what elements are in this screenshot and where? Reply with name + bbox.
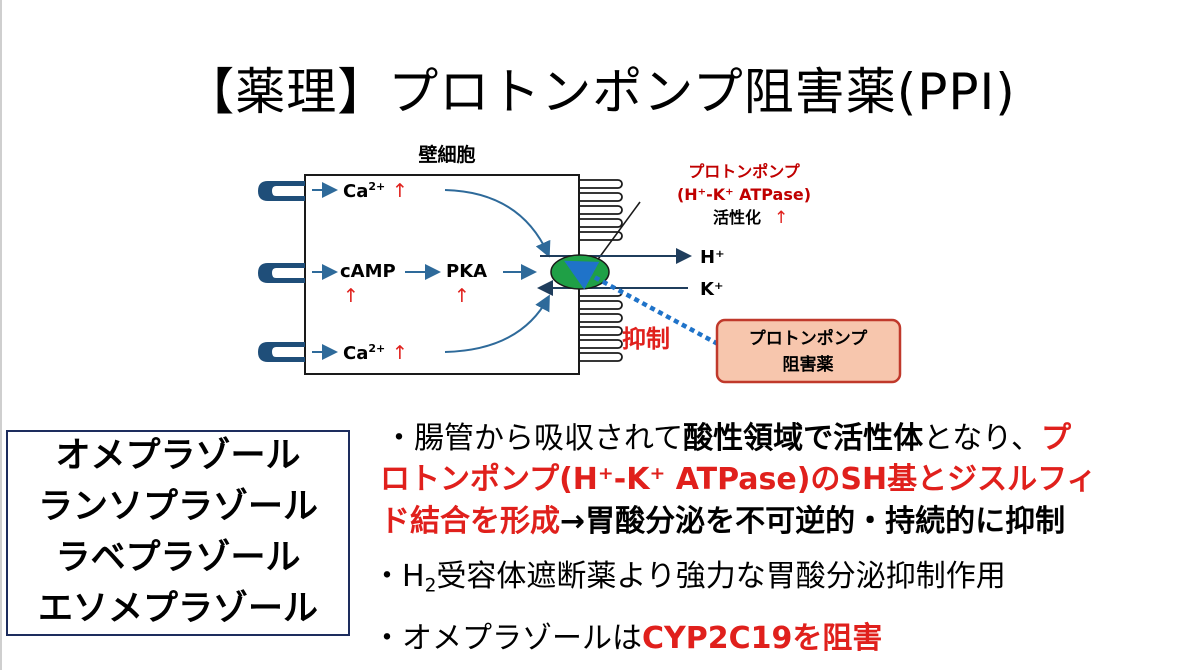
parietal-cell-diagram: 壁細胞 Ca2+ ↑ cAMP ↑ PKA ↑ Ca2+ ↑ H⁺ K⁺ プロト… [258, 143, 902, 384]
up-arrow: ↑ [392, 180, 408, 202]
h-ion-label: H⁺ [700, 247, 725, 268]
cell-label: 壁細胞 [418, 143, 475, 166]
text-segment: →胃酸分泌を不可逆的・持続的に抑制 [560, 504, 1066, 539]
drug-list-box: オメプラゾール ランソプラゾール ラベプラゾール エソメプラゾール [6, 430, 350, 636]
ppi-box-line-2: 阻害薬 [783, 354, 834, 375]
slide-left-border [0, 0, 2, 670]
ca-bottom-label: Ca2+ [343, 342, 385, 364]
cyp-line: ・オメプラゾールはCYP2C19を阻害 [372, 619, 882, 659]
subscript: 2 [424, 575, 437, 597]
text-segment: 酸性領域で活性体 [683, 421, 924, 456]
drug-name: オメプラゾール [55, 436, 301, 476]
page-title: 【薬理】プロトンポンプ阻害薬(PPI) [184, 63, 1016, 121]
pump-leader-line [595, 201, 641, 263]
text-segment: 受容体遮断薬より強力な胃酸分泌抑制作用 [436, 559, 1006, 594]
pka-label: PKA [446, 261, 487, 282]
curve-arrow-top [444, 189, 551, 258]
up-arrow: ↑ [774, 208, 788, 228]
pump-label-activation: 活性化 [713, 208, 761, 227]
ppi-box-line-1: プロトンポンプ [749, 328, 868, 349]
camp-label: cAMP [340, 261, 396, 282]
text-segment: ・H [372, 559, 425, 594]
drug-name: ランソプラゾール [37, 487, 318, 527]
comparison-line: ・H2受容体遮断薬より強力な胃酸分泌抑制作用 [372, 557, 1006, 607]
mechanism-line-1: ・腸管から吸収されて酸性領域で活性体となり、プ [384, 419, 1071, 459]
ca-top-label: Ca2+ [343, 180, 385, 202]
up-arrow: ↑ [343, 285, 359, 307]
text-segment: CYP2C19を阻害 [642, 621, 883, 656]
receptor-icon [258, 263, 305, 283]
curve-arrow-bottom [444, 294, 550, 353]
text-segment: ド結合を形成 [380, 504, 560, 539]
text-segment: プ [1041, 421, 1072, 456]
inhibit-label: 抑制 [622, 325, 670, 353]
drug-name: エソメプラゾール [37, 589, 318, 629]
k-ion-label: K⁺ [700, 279, 723, 300]
mechanism-line-3: ド結合を形成→胃酸分泌を不可逆的・持続的に抑制 [380, 502, 1065, 542]
receptor-icon [258, 181, 305, 201]
up-arrow: ↑ [392, 342, 408, 364]
up-arrow: ↑ [454, 285, 470, 307]
mechanism-line-2: ロトンポンプ(H⁺-K⁺ ATPase)のSH基とジスルフィ [380, 462, 1097, 497]
drug-name: ラベプラゾール [55, 538, 301, 578]
ppi-box [715, 318, 902, 384]
inhibition-dotted-arrow [564, 260, 720, 346]
receptor-icon [258, 342, 305, 362]
pump-label-name: プロトンポンプ [688, 162, 801, 181]
text-segment: となり、 [923, 421, 1042, 456]
proton-pump-icon [550, 254, 610, 290]
microvilli [579, 179, 623, 362]
text-segment: ・オメプラゾールは [372, 621, 642, 656]
pump-label-enzyme: (H⁺-K⁺ ATPase) [677, 185, 811, 204]
text-segment: ・腸管から吸収されて [384, 421, 684, 456]
